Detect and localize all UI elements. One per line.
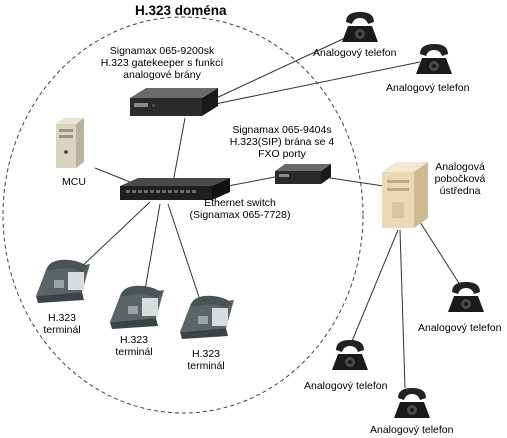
analog-phone-5-icon — [394, 388, 430, 418]
analog-phone-3-icon — [448, 282, 484, 312]
switch-label-line1: Ethernet switch — [204, 197, 276, 209]
link-switch-terminal3 — [167, 203, 201, 301]
analog-phone-4-icon — [332, 340, 368, 370]
gatekeeper-label-line1: Signamax 065-9200sk — [109, 45, 215, 57]
h323-terminal-1-line2: terminál — [43, 324, 81, 336]
link-pbx-phone5 — [399, 229, 406, 389]
mcu-server-icon — [56, 118, 84, 168]
link-gatekeeper-phone2 — [214, 61, 421, 105]
h323-terminal-2-line2: terminál — [115, 346, 153, 358]
link-pbx-phone4 — [349, 229, 399, 347]
link-gatekeeper-phone1 — [211, 37, 346, 101]
gateway-label-line2: H.323(SIP) brána se 4 — [229, 136, 335, 148]
pbx-label: Analogová pobočková ústředna — [430, 161, 490, 197]
gateway-device-icon — [275, 164, 331, 184]
analog-phone-3-label: Analogový telefon — [418, 322, 502, 334]
pbx-label-line2: pobočková — [434, 173, 486, 185]
link-gateway-pbx — [329, 177, 391, 188]
gateway-label-line1: Signamax 065-9404s — [232, 124, 332, 136]
pbx-label-line1: Analogová — [435, 161, 485, 173]
switch-label: Ethernet switch (Signamax 065-7728) — [180, 197, 300, 221]
h323-terminal-3-line1: H.323 — [191, 348, 221, 360]
gatekeeper-label-line3: analogové brány — [123, 69, 201, 81]
h323-terminal-1-line1: H.323 — [47, 312, 77, 324]
pbx-label-line3: ústředna — [439, 185, 481, 197]
h323-terminal-1-icon — [36, 259, 90, 303]
analog-phone-2-label: Analogový telefon — [386, 82, 470, 94]
analog-phone-1-label: Analogový telefon — [313, 47, 397, 59]
gatekeeper-label: Signamax 065-9200sk H.323 gatekeeper s f… — [92, 45, 232, 81]
ethernet-switch-icon — [120, 178, 230, 200]
switch-label-line2: (Signamax 065-7728) — [189, 209, 291, 221]
h323-terminal-3-line2: terminál — [187, 360, 225, 372]
h323-terminal-3-icon — [180, 295, 234, 339]
link-switch-terminal2 — [144, 203, 161, 291]
analog-phone-4-label: Analogový telefon — [304, 380, 388, 392]
analog-phone-1-icon — [342, 12, 378, 42]
analog-phone-5-label: Analogový telefon — [370, 424, 454, 436]
h323-terminal-2-icon — [110, 285, 164, 329]
h323-terminal-3-label: H.323 terminál — [186, 348, 226, 372]
analog-phone-2-icon — [416, 44, 452, 74]
link-gatekeeper-switch — [171, 117, 186, 189]
link-switch-terminal1 — [77, 201, 151, 271]
h323-terminal-2-line1: H.323 — [119, 334, 149, 346]
link-pbx-phone3 — [419, 221, 463, 289]
gatekeeper-label-line2: H.323 gatekeeper s funkcí — [100, 57, 224, 69]
gateway-label-line3: FXO porty — [258, 148, 306, 160]
pbx-cabinet-icon — [382, 162, 428, 228]
h323-domain-boundary — [2, 16, 364, 414]
mcu-label: MCU — [62, 176, 86, 188]
h323-terminal-1-label: H.323 terminál — [42, 312, 82, 336]
domain-title: H.323 doména — [135, 3, 227, 18]
gatekeeper-device-icon — [130, 88, 218, 116]
gateway-label: Signamax 065-9404s H.323(SIP) brána se 4… — [222, 124, 342, 160]
link-switch-gateway — [227, 176, 276, 187]
h323-terminal-2-label: H.323 terminál — [114, 334, 154, 358]
